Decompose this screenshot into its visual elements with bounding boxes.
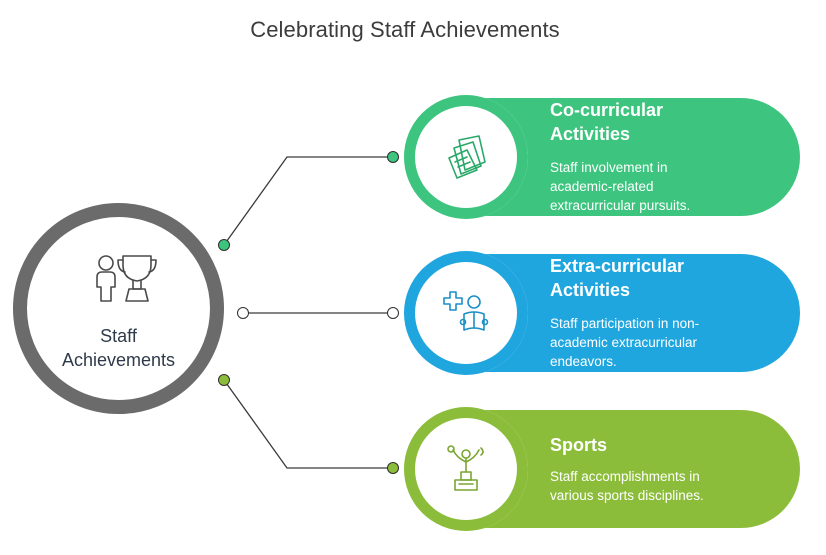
co-curricular-title: Co-curricular Activities — [550, 98, 690, 146]
extra-curricular-title-line2: Activities — [550, 280, 631, 300]
extra-curricular-desc-line2: academic extracurricular — [550, 335, 698, 350]
extra-curricular-icon-disc — [404, 251, 528, 375]
co-curricular-desc-line1: Staff involvement in — [550, 160, 668, 175]
co-curricular-icon-disc — [404, 95, 528, 219]
co-curricular-desc-line2: academic-related — [550, 179, 654, 194]
co-curricular-title-line1: Co-curricular — [550, 100, 664, 120]
reading-student-icon — [443, 291, 489, 331]
hub-label-line1: Staff — [100, 326, 137, 346]
connector-top — [223, 156, 393, 246]
sports-text: Sports Staff accomplishments in various … — [550, 433, 704, 505]
extra-curricular-title-line1: Extra-curricular — [550, 256, 685, 276]
connector-end-dot-bottom — [387, 462, 399, 474]
sports-icon-disc — [404, 407, 528, 531]
connector-bottom — [223, 379, 393, 469]
person-trophy-icon — [96, 255, 157, 302]
extra-curricular-card: Extra-curricular Activities Staff partic… — [462, 254, 800, 372]
co-curricular-description: Staff involvement in academic-related ex… — [550, 158, 690, 215]
hub-circle: Staff Achievements — [13, 203, 224, 414]
connector-end-dot-middle — [387, 307, 399, 319]
sports-description: Staff accomplishments in various sports … — [550, 467, 704, 505]
co-curricular-desc-line3: extracurricular pursuits. — [550, 198, 691, 213]
extra-curricular-description: Staff participation in non- academic ext… — [550, 314, 699, 371]
connector-start-dot-middle — [237, 307, 249, 319]
extra-curricular-text: Extra-curricular Activities Staff partic… — [550, 254, 699, 371]
sports-award-icon — [447, 445, 484, 491]
connector-start-dot-bottom — [218, 374, 230, 386]
co-curricular-text: Co-curricular Activities Staff involveme… — [550, 98, 690, 215]
hub-label-line2: Achievements — [61, 350, 176, 370]
papers-icon — [448, 135, 486, 179]
connector-start-dot-top — [218, 239, 230, 251]
hub-label: Staff Achievements — [27, 324, 210, 372]
co-curricular-title-line2: Activities — [550, 124, 631, 144]
extra-curricular-desc-line1: Staff participation in non- — [550, 316, 700, 331]
sports-desc-line1: Staff accomplishments in — [550, 469, 700, 484]
sports-title: Sports — [550, 435, 608, 455]
connector-end-dot-top — [387, 151, 399, 163]
sports-desc-line2: various sports disciplines. — [550, 488, 704, 503]
extra-curricular-title: Extra-curricular Activities — [550, 254, 699, 302]
extra-curricular-desc-line3: endeavors. — [550, 354, 617, 369]
diagram-title: Celebrating Staff Achievements — [250, 17, 560, 42]
